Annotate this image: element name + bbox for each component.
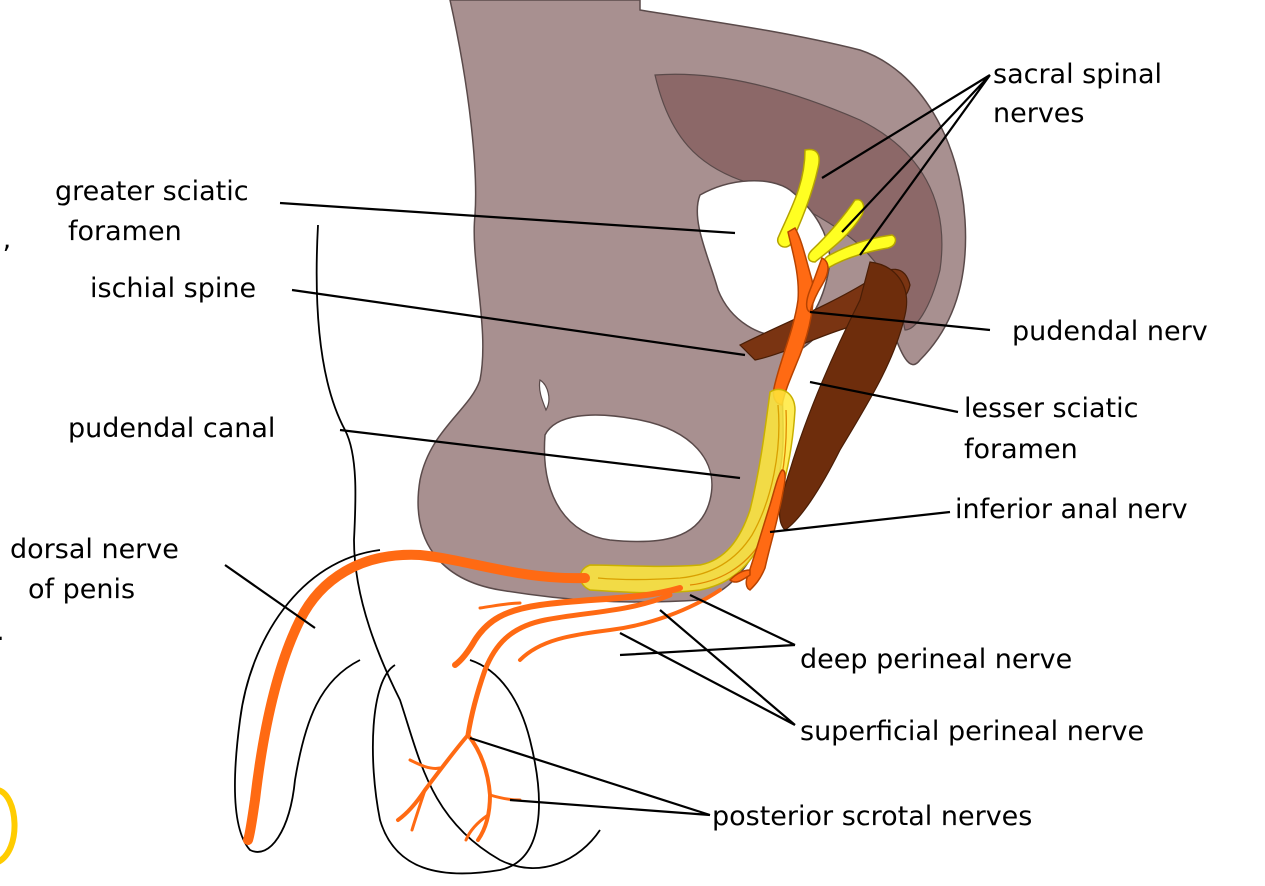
label-pudendal-nerve: pudendal nerv (1012, 316, 1208, 347)
edge-badge (0, 790, 15, 862)
posterior-scrotal-nerve-branch-1 (398, 735, 468, 820)
label-dorsal-nerve-of-penis-1: dorsal nerve (10, 534, 179, 565)
label-lesser-sciatic-foramen-2: foramen (964, 434, 1078, 465)
leader-dorsal-nerve-of-penis (225, 565, 315, 628)
label-pudendal-canal: pudendal canal (68, 413, 275, 444)
edge-fragment-dot: . (0, 616, 5, 647)
label-sacral-spinal-nerves-1: sacral spinal (993, 59, 1162, 90)
leader-superficial-perineal-nerve (620, 610, 795, 725)
scrotum-outline (373, 660, 539, 873)
label-sacral-spinal-nerves-2: nerves (993, 98, 1084, 129)
label-superficial-perineal-nerve: superficial perineal nerve (800, 716, 1144, 747)
posterior-scrotal-nerve-branch-2 (468, 735, 490, 840)
label-greater-sciatic-foramen-1: greater sciatic (55, 176, 249, 207)
label-posterior-scrotal-nerves: posterior scrotal nerves (712, 801, 1032, 832)
posterior-scrotal-nerve-twig-1 (410, 760, 440, 768)
label-inferior-anal-nerve: inferior anal nerv (955, 494, 1188, 525)
label-lesser-sciatic-foramen-1: lesser sciatic (964, 393, 1138, 424)
perineal-twig-1 (480, 603, 520, 608)
label-deep-perineal-nerve: deep perineal nerve (800, 644, 1072, 675)
label-greater-sciatic-foramen-2: foramen (68, 216, 182, 247)
posterior-scrotal-nerve-twig-3 (490, 795, 520, 800)
label-dorsal-nerve-of-penis-2: of penis (28, 574, 135, 605)
label-ischial-spine: ischial spine (90, 273, 256, 304)
leader-posterior-scrotal-nerves (470, 738, 710, 815)
dorsal-nerve-of-penis-branch (248, 555, 585, 840)
edge-fragment-comma: ., (0, 224, 11, 255)
